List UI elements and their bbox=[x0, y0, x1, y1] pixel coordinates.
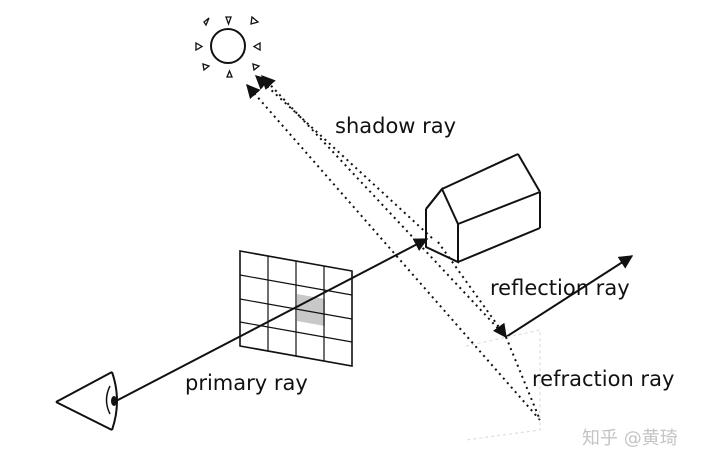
sun-icon bbox=[195, 15, 261, 78]
shadow-ray-line-3 bbox=[246, 83, 541, 421]
reflection-ray-label: reflection ray bbox=[490, 276, 630, 300]
refraction-surface-outline bbox=[465, 329, 541, 441]
image-plane-grid bbox=[239, 250, 353, 367]
secondary-ray-line bbox=[437, 241, 507, 339]
eye-icon bbox=[55, 371, 118, 431]
reflection-ray-line bbox=[505, 255, 634, 338]
primary-ray-label: primary ray bbox=[185, 371, 308, 395]
refraction-ray-label: refraction ray bbox=[532, 367, 674, 391]
primary-ray-line bbox=[115, 238, 429, 402]
watermark-text: 知乎 @黄琦 bbox=[582, 428, 678, 449]
house-icon bbox=[425, 153, 541, 264]
shadow-ray-line-1 bbox=[254, 75, 433, 239]
shadow-ray-label: shadow ray bbox=[335, 114, 456, 138]
